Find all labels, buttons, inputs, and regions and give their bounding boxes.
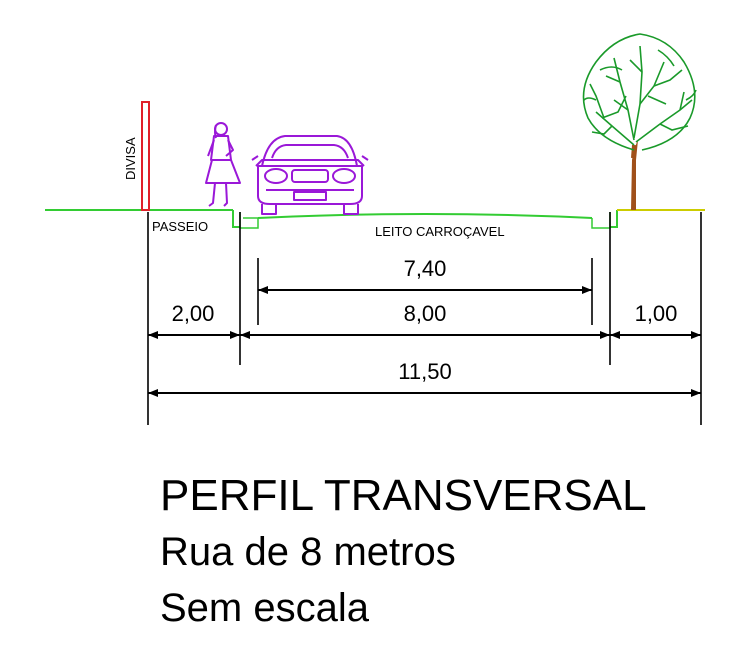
- dimension-road-inner: 7,40: [404, 256, 447, 281]
- dimension-sidewalk-left: 2,00: [172, 301, 215, 326]
- drawing-subtitle: Rua de 8 metros: [160, 530, 456, 574]
- dimension-total: 11,50: [398, 359, 451, 384]
- leito-carrocavel-label: LEITO CARROÇAVEL: [375, 224, 505, 239]
- dimension-lines: [148, 286, 701, 397]
- passeio-label: PASSEIO: [152, 219, 208, 234]
- drawing-title: PERFIL TRANSVERSAL: [160, 471, 647, 520]
- dimension-sidewalk-right: 1,00: [635, 301, 678, 326]
- divisa-label: DIVISA: [123, 137, 138, 180]
- tree-icon: [582, 33, 697, 210]
- dimension-road: 8,00: [404, 301, 447, 326]
- drawing-scale-note: Sem escala: [160, 586, 369, 630]
- car-icon: [251, 135, 369, 215]
- pedestrian-icon: [205, 122, 241, 207]
- title-block: PERFIL TRANSVERSAL Rua de 8 metros Sem e…: [160, 468, 647, 636]
- property-line-marker: [141, 101, 150, 211]
